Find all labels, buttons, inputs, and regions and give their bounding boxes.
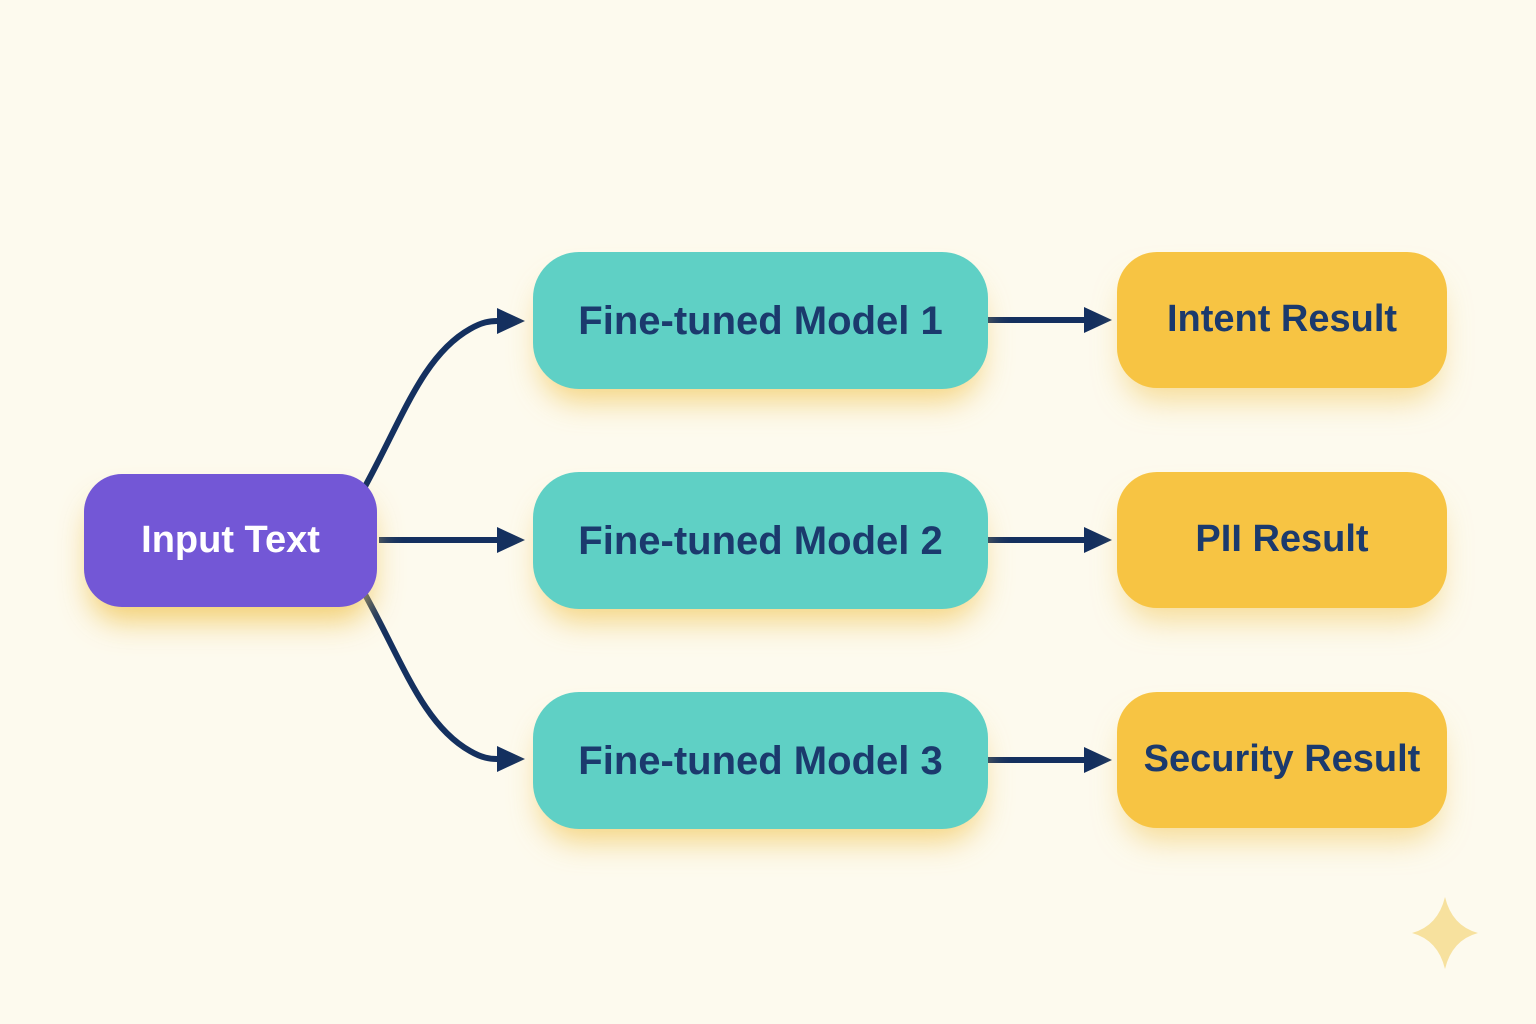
node-label: Fine-tuned Model 3 bbox=[578, 738, 943, 783]
node-input-text: Input Text bbox=[84, 474, 377, 607]
node-fine-tuned-model-1: Fine-tuned Model 1 bbox=[533, 252, 988, 389]
node-label: PII Result bbox=[1195, 518, 1369, 561]
node-fine-tuned-model-3: Fine-tuned Model 3 bbox=[533, 692, 988, 829]
node-label: Fine-tuned Model 2 bbox=[578, 518, 943, 563]
node-label: Intent Result bbox=[1166, 298, 1398, 341]
node-pii-result: PII Result bbox=[1117, 472, 1447, 608]
node-intent-result: Intent Result bbox=[1117, 252, 1447, 388]
node-security-result: Security Result bbox=[1117, 692, 1447, 828]
arrow-input-to-model-1 bbox=[359, 308, 525, 494]
node-label: Security Result bbox=[1143, 738, 1421, 781]
node-label: Input Text bbox=[141, 518, 320, 561]
sparkle-icon bbox=[1412, 897, 1478, 969]
arrow-input-to-model-3 bbox=[359, 587, 525, 772]
node-fine-tuned-model-2: Fine-tuned Model 2 bbox=[533, 472, 988, 609]
node-label: Fine-tuned Model 1 bbox=[578, 298, 943, 343]
